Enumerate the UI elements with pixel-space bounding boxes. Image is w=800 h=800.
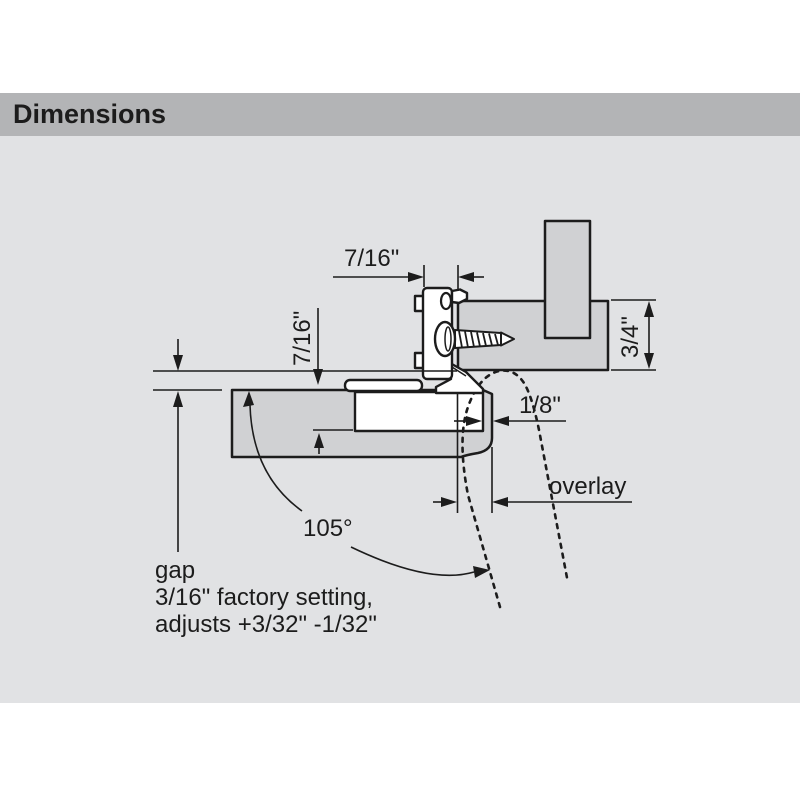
open-door-dashed-outline [461, 369, 570, 609]
screw [433, 320, 515, 358]
gap-note-line1: 3/16" factory setting, [155, 584, 373, 611]
screw-head-slot [444, 326, 452, 352]
opening-angle: 105° [243, 391, 490, 578]
section-header: Dimensions [0, 93, 800, 136]
cabinet-side-panel [543, 219, 592, 340]
opening-angle-label: 105° [303, 515, 353, 542]
gap-note-title: gap [155, 557, 195, 584]
dim-cup-edge-distance: 1/8" [454, 392, 566, 426]
dim-plate-height-label: 7/16" [289, 311, 316, 366]
dim-plate-height: 7/16" [289, 308, 323, 385]
gap-note-line2: adjusts +3/32" -1/32" [155, 611, 377, 638]
plate-hook [450, 288, 469, 305]
cup-depth-pointer [313, 429, 353, 454]
plate-slot-hole [439, 291, 453, 311]
dim-cup-edge-label: 1/8" [519, 392, 561, 419]
section-title: Dimensions [13, 99, 167, 129]
screw-threads [458, 330, 499, 348]
dim-gap [153, 339, 457, 552]
gap-note: gap 3/16" factory setting, adjusts +3/32… [155, 557, 377, 638]
hinge-cup-boss [343, 378, 424, 393]
dim-frame-thickness: 3/4" [611, 299, 656, 371]
hinge-arm [434, 361, 485, 395]
dim-overlay: overlay [433, 447, 632, 513]
dim-plate-setback-label: 7/16" [344, 245, 399, 272]
screw-tip [500, 331, 515, 347]
dim-frame-thickness-label: 3/4" [617, 316, 644, 358]
dim-plate-setback: 7/16" [333, 245, 484, 291]
hinge-cup [353, 390, 485, 433]
dim-overlay-label: overlay [549, 473, 626, 500]
